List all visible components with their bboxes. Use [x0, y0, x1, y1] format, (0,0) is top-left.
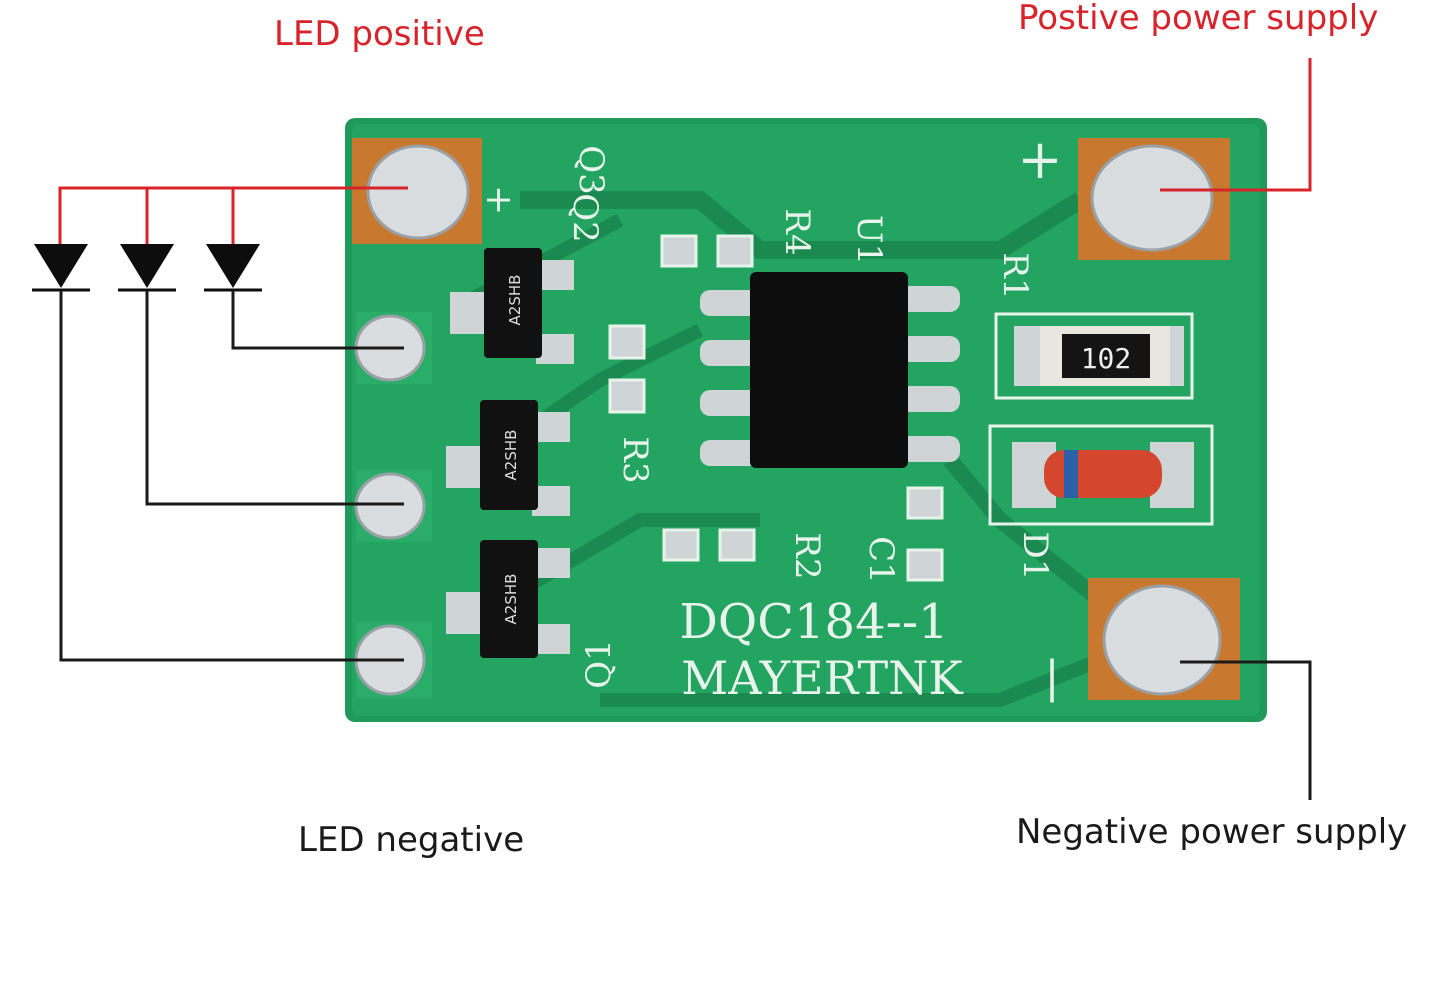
- silk-q1: Q1: [579, 639, 619, 689]
- silk-r1: R1: [995, 252, 1035, 299]
- resistor-code: 102: [1081, 342, 1132, 375]
- led-3-symbol: [204, 244, 262, 292]
- q1-marking: A2SHB: [502, 574, 520, 625]
- silk-q2: Q2: [565, 193, 605, 243]
- resistor-r1: 102: [994, 312, 1194, 400]
- transistor-q3: A2SHB: [450, 248, 574, 364]
- silk-c1: C1: [861, 536, 901, 584]
- label-led-negative: LED negative: [298, 820, 525, 860]
- silk-q3: Q3: [571, 145, 611, 195]
- diode-d1: [988, 424, 1214, 526]
- board-model: DQC184--1: [679, 594, 948, 650]
- transistor-q1: A2SHB: [446, 540, 570, 658]
- silk-r4: R4: [777, 208, 817, 255]
- silk-minus-supply: |: [1045, 652, 1060, 703]
- transistor-q2: A2SHB: [446, 400, 570, 516]
- label-positive-supply: Postive power supply: [1018, 0, 1379, 38]
- positive-wiring: [58, 58, 1312, 244]
- pad-led-positive: [352, 138, 482, 244]
- small-pads: [608, 234, 944, 582]
- board-brand: MAYERTNK: [681, 651, 964, 705]
- led-1-symbol: [32, 244, 90, 292]
- silkscreen: + Q3 Q2 Q1 R4 U1 R1 R3 R2 C1 D1 + | DQC1…: [478, 128, 1063, 705]
- ic-u1: [700, 272, 960, 468]
- silk-d1: D1: [1015, 532, 1055, 581]
- pad-positive-supply: [1078, 138, 1230, 260]
- led-2-symbol: [118, 244, 176, 292]
- silk-r3: R3: [615, 436, 655, 483]
- silk-plus-led: +: [478, 185, 519, 215]
- silk-r2: R2: [787, 532, 827, 579]
- pad-negative-supply: [1088, 578, 1240, 700]
- silk-u1: U1: [849, 215, 889, 265]
- silk-plus-supply: +: [1017, 128, 1062, 191]
- label-negative-supply: Negative power supply: [1016, 812, 1408, 852]
- negative-wiring: [59, 290, 1312, 800]
- q2-marking: A2SHB: [502, 430, 520, 481]
- q3-marking: A2SHB: [506, 275, 524, 326]
- pad-led-neg-2: [354, 470, 432, 542]
- label-led-positive: LED positive: [274, 14, 485, 54]
